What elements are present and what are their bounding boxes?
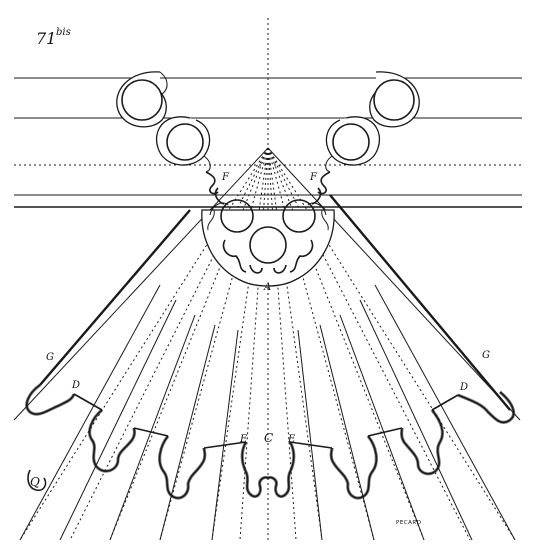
horizontal-guides [14,77,522,208]
right-scallops [289,390,516,500]
engraver-signature: PECARD [396,520,421,526]
ray-line [267,147,471,541]
label-e-right: E [287,434,296,445]
left-ring-chain [116,71,219,195]
outer-borders [13,147,521,421]
label-g-left: G [46,352,54,363]
fan-lines [19,284,516,541]
right-ring-chain [317,71,420,195]
corner-flourish [27,469,47,492]
label-d-left: D [71,380,80,391]
label-f-right: F [309,172,318,183]
ray-line [69,147,269,541]
label-d-right: D [459,382,468,393]
label-f-left: F [221,172,230,183]
label-c: C [264,431,273,445]
plate-suffix: bis [56,27,71,38]
plate-number: 71 [36,29,56,48]
label-q-corner: Q [30,475,40,489]
label-e-left: E [239,434,248,445]
label-a: A [263,282,271,293]
label-g-right: G [482,350,490,361]
ray-line [19,147,269,541]
center-bottom-motif [240,441,296,498]
left-scallops [25,383,247,500]
central-rosette [201,187,335,287]
ray-line [267,147,516,541]
